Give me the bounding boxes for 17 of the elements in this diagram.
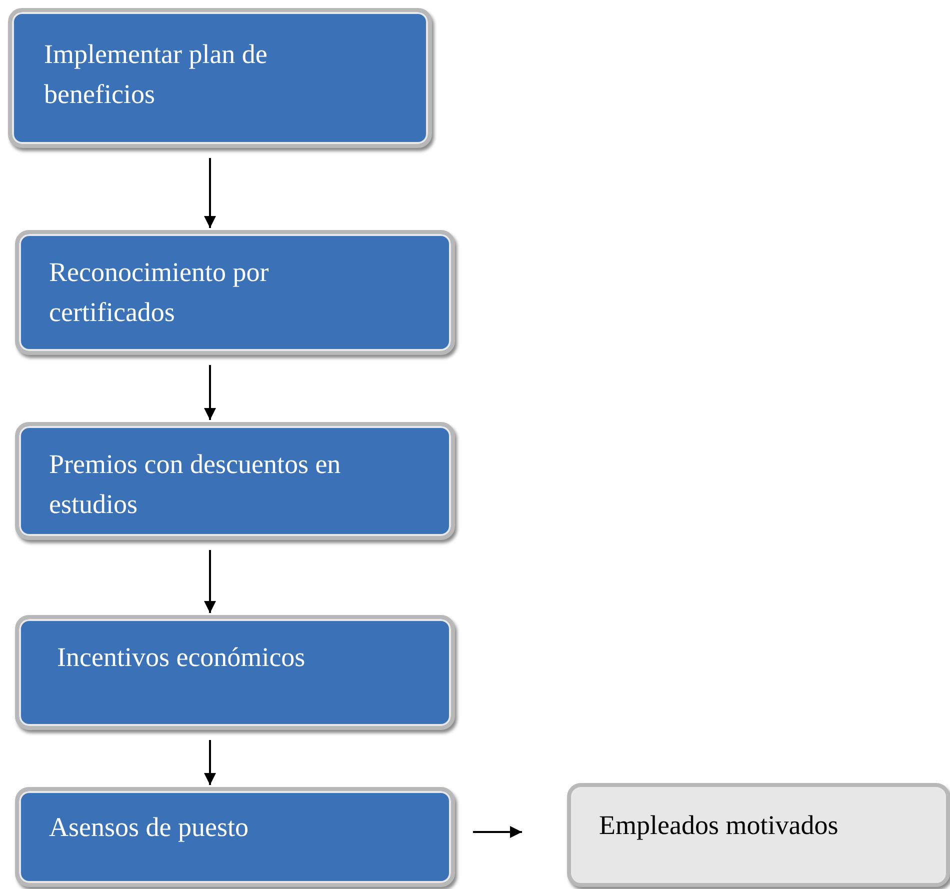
arrow xyxy=(204,550,216,613)
node-label: Implementar plan de beneficios xyxy=(44,38,268,111)
arrow xyxy=(204,740,216,785)
node-label: Premios con descuentos en estudios xyxy=(49,448,342,521)
node-label: Empleados motivados xyxy=(599,809,840,842)
process-box xyxy=(15,230,455,355)
process-box xyxy=(15,422,455,540)
process-box xyxy=(8,8,432,148)
process-box xyxy=(15,787,455,887)
node-label: Reconocimiento por certificados xyxy=(49,256,270,329)
process-box xyxy=(15,615,455,730)
node-label: Asensos de puesto xyxy=(49,811,250,844)
arrow xyxy=(204,158,216,228)
arrow xyxy=(473,826,522,838)
result-box xyxy=(567,783,950,887)
arrow xyxy=(204,365,216,420)
node-label: Incentivos económicos xyxy=(57,641,306,674)
